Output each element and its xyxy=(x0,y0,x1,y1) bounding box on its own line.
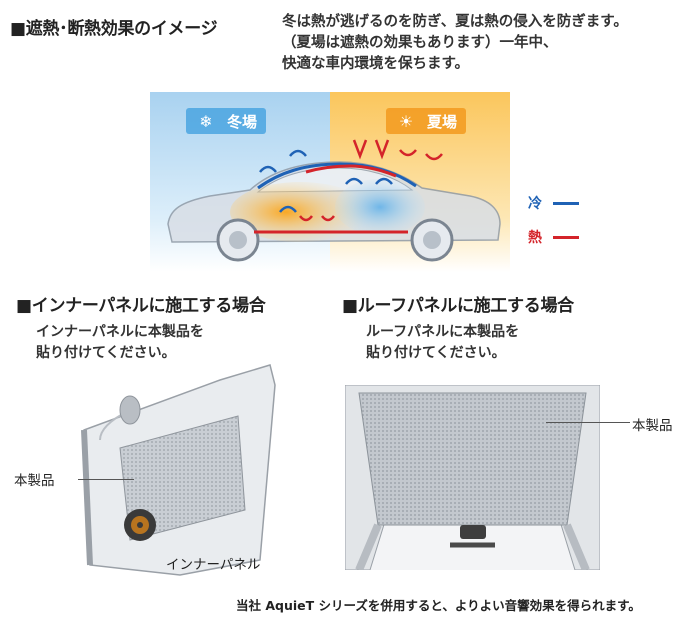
summer-label: 夏場 xyxy=(426,113,457,131)
footer-note: 当社 AquieT シリーズを併用すると、よりよい音響効果を得られます。 xyxy=(236,598,641,613)
roof-panel-title: ■ルーフパネルに施工する場合 xyxy=(342,296,574,316)
winter-badge: ❄ 冬場 xyxy=(186,108,266,134)
car-diagram: ❄ 冬場 ☀ 夏場 xyxy=(150,92,510,272)
inner-product-leader-line xyxy=(78,479,134,480)
roof-desc-line-2: 貼り付けてください。 xyxy=(366,345,506,361)
snowflake-icon: ❄ xyxy=(199,112,212,131)
legend-heat-label: 熱 xyxy=(528,230,542,246)
inner-desc-line-2: 貼り付けてください。 xyxy=(36,345,176,361)
roof-panel-description: ルーフパネルに本製品を 貼り付けてください。 xyxy=(366,322,519,364)
heat-arrows xyxy=(299,139,443,222)
roof-product-label: 本製品 xyxy=(632,418,673,434)
legend-cold-swatch xyxy=(553,202,580,205)
legend-cold-label: 冷 xyxy=(528,196,542,212)
inner-panel-description: インナーパネルに本製品を 貼り付けてください。 xyxy=(36,322,204,364)
cold-arrows xyxy=(259,149,393,213)
sun-icon: ☀ xyxy=(399,112,413,131)
inner-desc-line-1: インナーパネルに本製品を xyxy=(36,324,204,340)
car-illustration xyxy=(167,161,501,262)
header-description: 冬は熱が逃げるのを防ぎ、夏は熱の侵入を防ぎます。 （夏場は遮熱の効果もあります）… xyxy=(282,12,694,75)
roof-desc-line-1: ルーフパネルに本製品を xyxy=(366,324,520,340)
legend-heat: 熱 xyxy=(528,227,580,247)
roof-product-leader-line xyxy=(546,422,630,423)
inner-panel-title: ■インナーパネルに施工する場合 xyxy=(16,296,266,316)
legend-heat-swatch xyxy=(553,236,580,239)
inner-product-label: 本製品 xyxy=(14,473,55,489)
winter-label: 冬場 xyxy=(227,113,257,131)
roof-panel-illustration xyxy=(345,385,600,570)
description-line-1: 冬は熱が逃げるのを防ぎ、夏は熱の侵入を防ぎます。 xyxy=(282,14,628,30)
summer-badge: ☀ 夏場 xyxy=(386,108,466,134)
description-line-2: （夏場は遮熱の効果もあります）一年中、 xyxy=(282,35,558,51)
roof-product-sheet xyxy=(358,392,587,526)
product-sheet xyxy=(119,415,246,541)
page-title: ■遮熱･断熱効果のイメージ xyxy=(10,19,218,39)
description-line-3: 快適な車内環境を保ちます。 xyxy=(282,56,470,72)
legend-cold: 冷 xyxy=(528,193,580,213)
inner-panel-label: インナーパネル xyxy=(166,557,261,573)
inner-panel-illustration xyxy=(81,364,276,576)
